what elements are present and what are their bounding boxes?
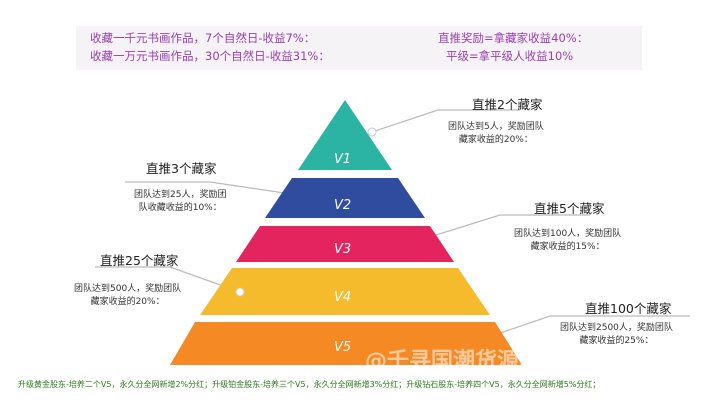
callout-dot (367, 127, 377, 137)
callout-line (125, 181, 306, 197)
header-panel: 收藏一千元书画作品，7个自然日-收益7%： 收藏一万元书画作品，30个自然日-收… (76, 26, 642, 70)
level-label: V2 (334, 198, 352, 213)
watermark: @千寻国潮货源网 (365, 349, 542, 374)
level-title: 直推2个藏家 (472, 97, 543, 112)
level-v4 (200, 268, 490, 315)
level-label: V1 (334, 152, 352, 167)
level-v1 (298, 100, 392, 170)
level-desc: 团队达到2500人，奖励团队藏家收益的25%： (560, 323, 673, 346)
level-label: V3 (334, 242, 352, 257)
level-desc: 团队达到100人，奖励团队藏家收益的15%： (514, 229, 622, 252)
header-line: 收藏一千元书画作品，7个自然日-收益7%： (90, 31, 316, 45)
callout-line (371, 109, 520, 133)
level-title: 直推25个藏家 (100, 253, 179, 268)
level-title: 直推3个藏家 (146, 161, 217, 176)
callout-line (419, 214, 590, 241)
callout-line (479, 315, 690, 341)
level-title: 直推5个藏家 (534, 201, 605, 216)
callout-dot (235, 287, 245, 297)
level-label: V5 (334, 340, 352, 355)
header-line: 平级=拿平级人收益10% (446, 49, 574, 63)
level-label: V4 (334, 290, 352, 305)
level-v3 (236, 226, 454, 262)
header-line: 收藏一万元书画作品，30个自然日-收益31%： (90, 49, 330, 63)
level-desc: 团队达到25人，奖励团队收藏收益的10%： (134, 190, 227, 213)
level-desc: 团队达到5人，奖励团队藏家收益的20%： (448, 122, 544, 145)
level-v5 (170, 322, 522, 365)
header-line: 直推奖励=拿藏家收益40%： (438, 31, 589, 45)
footer-note: 升级黄金股东-培养二个V5，永久分全网新增2%分红；升级铂金股东-培养三个V5，… (18, 380, 601, 389)
level-v2 (265, 178, 425, 218)
level-title: 直推100个藏家 (585, 301, 672, 316)
callout-line (95, 266, 241, 293)
level-desc: 团队达到500人，奖励团队藏家收益的20%： (74, 284, 182, 307)
